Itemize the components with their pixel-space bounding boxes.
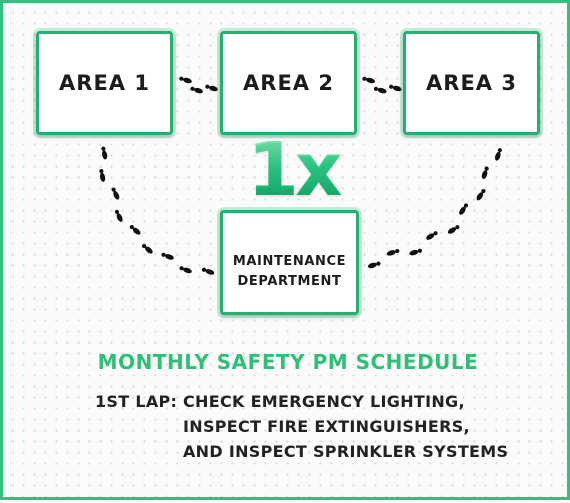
footprint-icon xyxy=(111,187,120,200)
lap-task-list: CHECK EMERGENCY LIGHTING, INSPECT FIRE E… xyxy=(183,389,508,464)
footprint-icon xyxy=(481,166,489,179)
footprint-icon xyxy=(179,266,192,274)
footprint-icon xyxy=(459,203,469,215)
footprint-icon xyxy=(386,248,400,256)
maintenance-label-line1: MAINTENANCE xyxy=(232,253,347,269)
footprint-icon xyxy=(426,231,438,240)
area-2-label: AREA 2 xyxy=(243,71,334,95)
footprint-icon xyxy=(179,76,192,84)
footprint-icon xyxy=(476,188,486,201)
schedule-title: MONTHLY SAFETY PM SCHEDULE xyxy=(97,350,479,374)
footprint-icon xyxy=(389,84,402,92)
footprint-icon xyxy=(447,225,460,234)
footprint-icon xyxy=(373,86,387,94)
area-2-box: AREA 2 xyxy=(220,31,357,135)
area-3-box: AREA 3 xyxy=(403,31,540,135)
footprint-icon xyxy=(161,252,174,260)
maintenance-label-line2: DEPARTMENT xyxy=(237,273,342,289)
footprint-icon xyxy=(190,86,203,94)
footprint-icon xyxy=(114,209,123,222)
footprint-icon xyxy=(99,169,106,182)
footprint-icon xyxy=(201,267,215,275)
lap-task-line: INSPECT FIRE EXTINGUISHERS, xyxy=(183,417,470,436)
lap-label: 1ST LAP: xyxy=(95,392,178,411)
maintenance-department-box: MAINTENANCE DEPARTMENT xyxy=(220,210,359,315)
footprint-icon xyxy=(362,76,375,84)
footprint-icon xyxy=(494,148,502,161)
lap-task-line: CHECK EMERGENCY LIGHTING, xyxy=(183,392,465,411)
footprint-icon xyxy=(101,146,108,160)
frequency-multiplier: 1x xyxy=(233,133,353,207)
area-1-box: AREA 1 xyxy=(36,31,173,135)
area-1-label: AREA 1 xyxy=(59,71,150,95)
footprint-icon xyxy=(141,243,153,254)
area-3-label: AREA 3 xyxy=(426,71,517,95)
footprint-icon xyxy=(129,224,141,235)
lap-task-line: AND INSPECT SPRINKLER SYSTEMS xyxy=(183,442,509,461)
footprint-icon xyxy=(205,84,218,92)
footprint-icon xyxy=(409,248,423,256)
footprint-icon xyxy=(367,261,381,269)
